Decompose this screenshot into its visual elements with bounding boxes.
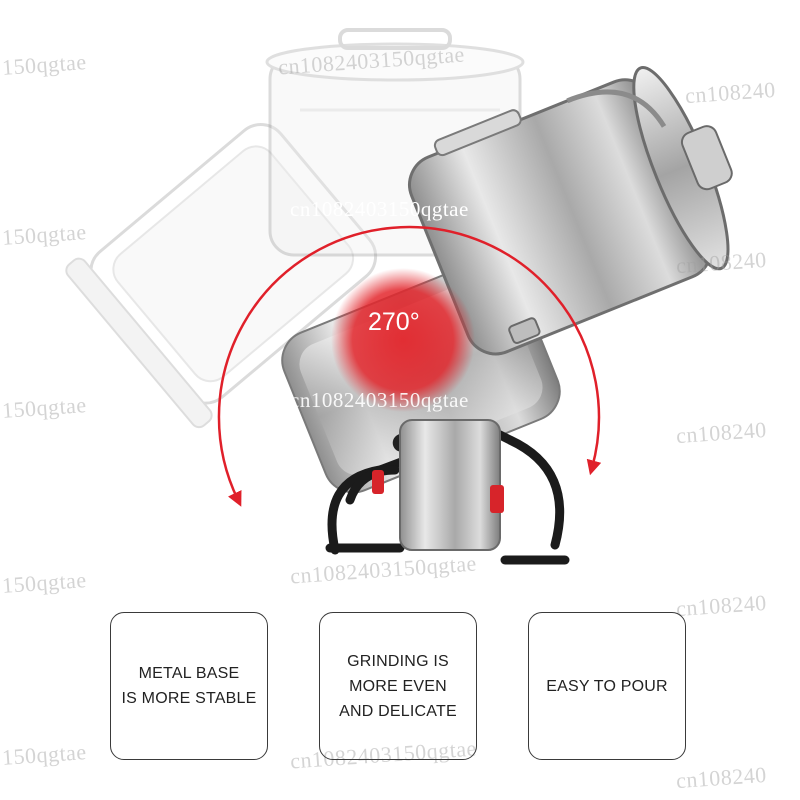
feature-box-grinding: GRINDING IS MORE EVEN AND DELICATE [319, 612, 477, 760]
feature-text: METAL BASE IS MORE STABLE [121, 665, 257, 707]
angle-disc [331, 268, 475, 412]
product-illustration [65, 28, 733, 565]
feature-box-metal-base: METAL BASE IS MORE STABLE [110, 612, 268, 760]
feature-text: EASY TO POUR [546, 677, 668, 695]
ghost-jar-top [265, 28, 525, 257]
feature-box-easy-pour: EASY TO POUR [528, 612, 686, 760]
watermark: cn1082403150qgtae [290, 388, 469, 412]
grinder-jar [408, 66, 733, 356]
watermark: cn108240 [675, 761, 768, 794]
control-panel [399, 419, 501, 551]
feature-list: METAL BASE IS MORE STABLE GRINDING IS MO… [0, 612, 800, 762]
watermark: cn1082403150qgtae [290, 197, 469, 221]
angle-label: 270° [368, 308, 420, 336]
rotation-arc [217, 225, 602, 507]
feature-text: GRINDING IS MORE EVEN AND DELICATE [339, 652, 457, 720]
